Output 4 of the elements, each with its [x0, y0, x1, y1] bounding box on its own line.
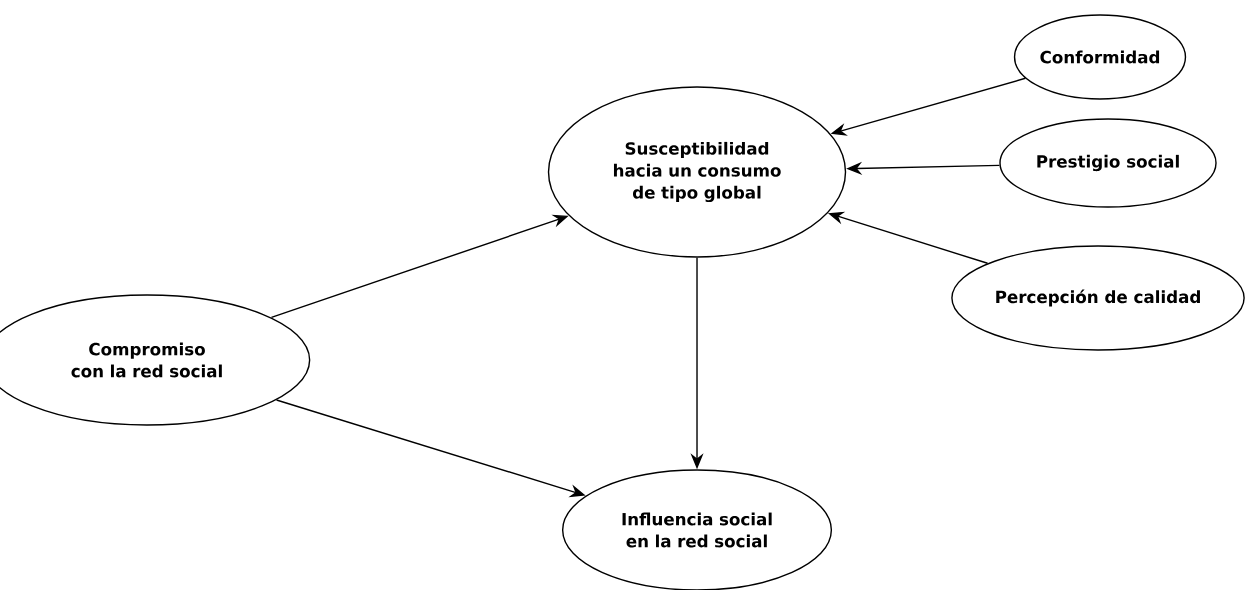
ellipse-node: Prestigio social — [999, 118, 1217, 208]
ellipse-node: Susceptibilidad hacia un consumo de tipo global — [547, 86, 847, 258]
ellipse-node: Percepción de calidad — [951, 245, 1245, 351]
ellipse-node: Conformidad — [1013, 14, 1187, 100]
